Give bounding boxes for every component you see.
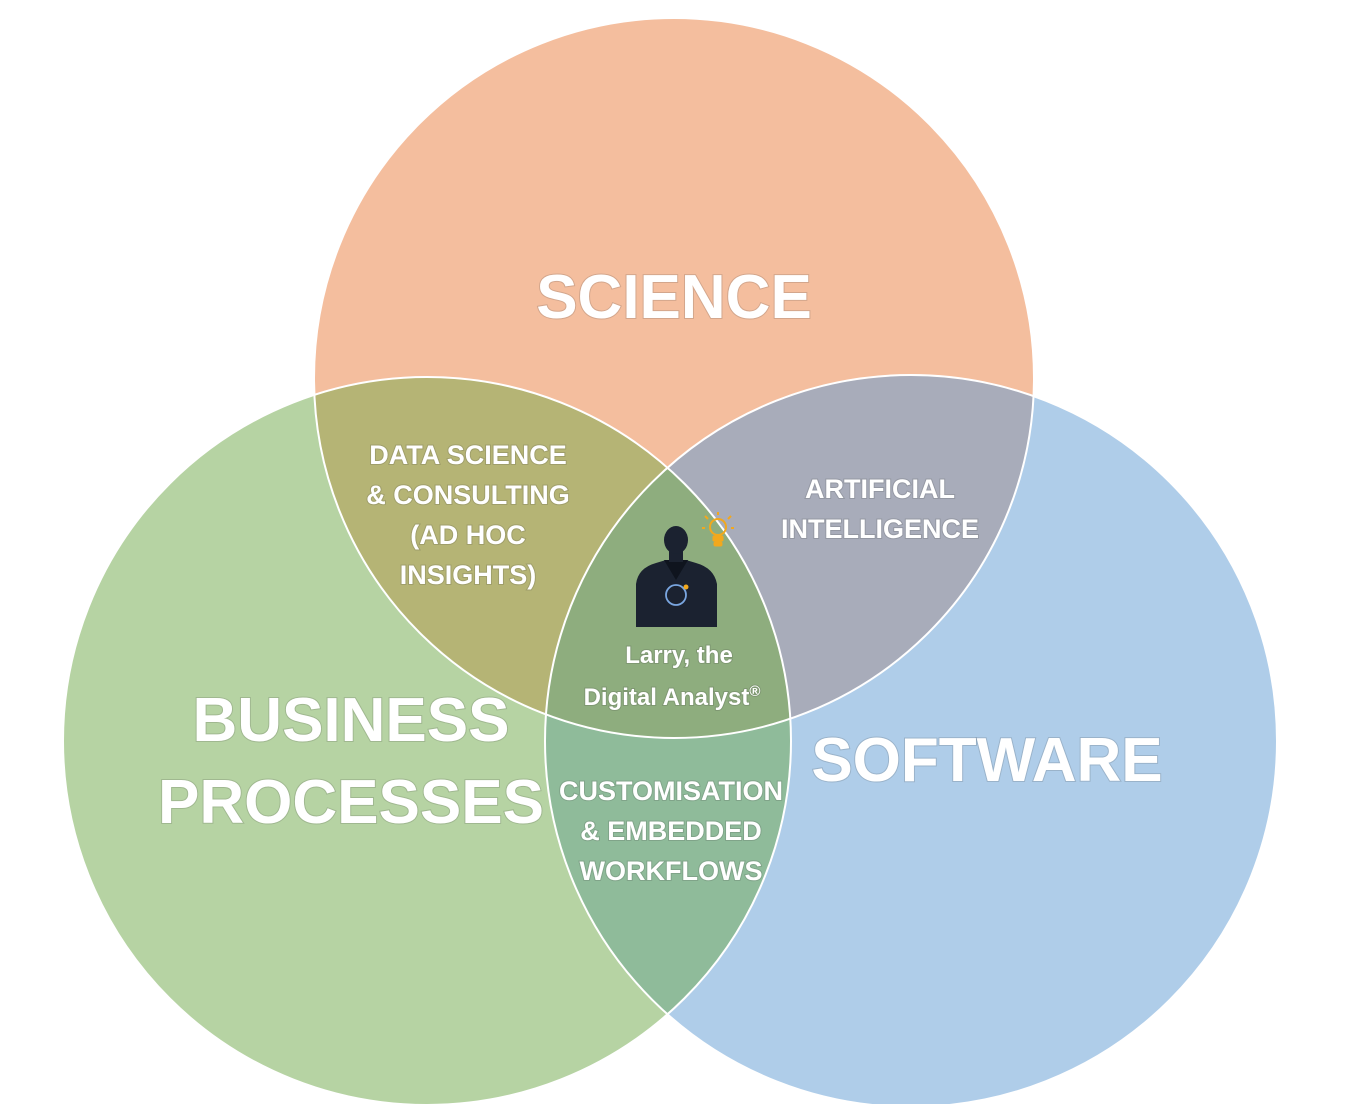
business-label-line2: PROCESSES (158, 768, 544, 837)
center-overlap (545, 377, 791, 738)
ai-line1: ARTIFICIAL (805, 474, 955, 504)
center-label-line2: Digital Analyst® (584, 683, 761, 711)
lightbulb-icon (702, 512, 734, 547)
science-label: SCIENCE (536, 263, 812, 332)
person-silhouette-icon (636, 526, 717, 627)
data-science-line3: (AD HOC (410, 520, 526, 550)
customisation-line1: CUSTOMISATION (559, 776, 783, 806)
center-label-name: Digital Analyst (584, 684, 750, 711)
customisation-line2: & EMBEDDED (580, 816, 762, 846)
business-label-line1: BUSINESS (193, 686, 510, 755)
data-science-line1: DATA SCIENCE (369, 440, 567, 470)
data-science-line2: & CONSULTING (366, 480, 570, 510)
registered-mark: ® (749, 683, 760, 700)
customisation-line3: WORKFLOWS (580, 856, 763, 886)
center-label-line1: Larry, the (625, 642, 733, 669)
data-science-line4: INSIGHTS) (400, 560, 537, 590)
ai-line2: INTELLIGENCE (781, 514, 979, 544)
software-label: SOFTWARE (811, 726, 1162, 795)
